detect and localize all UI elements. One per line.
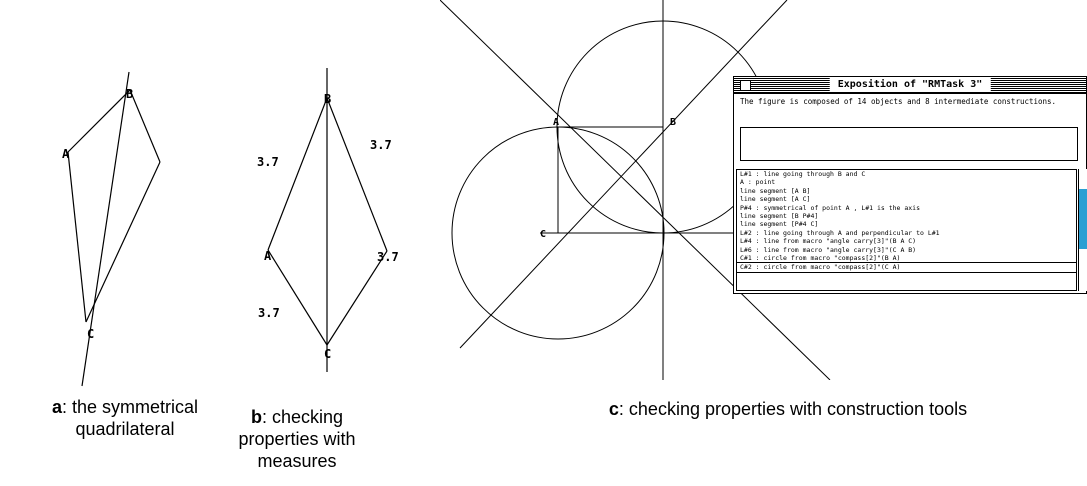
point-label-B: B — [126, 87, 133, 101]
axis-line — [81, 71, 130, 387]
list-item[interactable]: A : point — [740, 178, 776, 187]
point-label-B: B — [670, 117, 676, 128]
segment-B-P4 — [129, 89, 161, 163]
list-item[interactable]: L#2 : line going through A and perpendic… — [740, 228, 940, 237]
figure-b: B A C 3.7 3.7 3.7 3.7 — [257, 68, 399, 372]
list-item[interactable]: line segment [A B] — [740, 186, 811, 195]
segment-AC — [67, 151, 87, 323]
caption-b-text: : checking properties with measures — [238, 407, 356, 471]
segment-P4-C — [85, 161, 161, 323]
point-label-C: C — [87, 327, 94, 341]
list-item[interactable]: P#4 : symmetrical of point A , L#1 is th… — [740, 203, 921, 212]
line-L4-angle-carry — [440, 0, 831, 380]
list-item[interactable]: line segment [P#4 C] — [740, 220, 819, 229]
window-title: Exposition of "RMTask 3" — [829, 78, 991, 91]
segment-AC — [267, 249, 328, 346]
caption-a: a: the symmetrical quadrilateral — [20, 396, 230, 440]
scrollbar-thumb[interactable] — [1079, 189, 1087, 249]
point-label-A: A — [264, 249, 272, 263]
measure-label-AB: 3.7 — [257, 155, 279, 169]
measure-label-P4-C: 3.7 — [377, 250, 399, 264]
exposition-window: Exposition of "RMTask 3" The figure is c… — [733, 76, 1087, 294]
point-label-A: A — [62, 147, 70, 161]
segment-AB — [267, 97, 328, 251]
list-item[interactable]: C#1 : circle from macro "compass[2]"(B A… — [740, 254, 901, 263]
measure-label-AC: 3.7 — [258, 306, 280, 320]
figure-a: B A C — [62, 71, 161, 387]
line-L6-angle-carry — [459, 0, 788, 349]
close-box-icon[interactable] — [740, 80, 751, 91]
window-title-bar[interactable]: Exposition of "RMTask 3" — [734, 77, 1086, 94]
list-item[interactable]: C#2 : circle from macro "compass[2]"(C A… — [737, 262, 1076, 273]
caption-c: c: checking properties with construction… — [548, 398, 1028, 420]
caption-b: b: checking properties with measures — [232, 406, 362, 472]
exposition-description: The figure is composed of 14 objects and… — [740, 97, 1057, 106]
list-item[interactable]: L#1 : line going through B and C — [740, 170, 866, 178]
caption-c-text: : checking properties with construction … — [618, 399, 968, 419]
caption-a-text: : the symmetrical quadrilateral — [61, 397, 199, 439]
scrollbar[interactable] — [1078, 169, 1087, 291]
segment-B-P4 — [326, 97, 388, 252]
list-item[interactable]: L#6 : line from macro "angle carry[3]"(C… — [740, 245, 917, 254]
point-label-C: C — [324, 347, 331, 361]
list-item[interactable]: line segment [B P#4] — [740, 212, 819, 221]
measure-label-B-P4: 3.7 — [370, 138, 392, 152]
exposition-text-area[interactable] — [740, 127, 1078, 161]
list-item[interactable]: L#4 : line from macro "angle carry[3]"(B… — [740, 237, 917, 246]
list-item[interactable]: line segment [A C] — [740, 195, 811, 204]
segment-AB — [67, 89, 131, 153]
point-label-A: A — [553, 117, 559, 128]
point-label-C: C — [540, 229, 546, 240]
caption-c-letter: c — [608, 399, 619, 419]
point-label-B: B — [324, 92, 331, 106]
caption-b-letter: b — [250, 407, 262, 427]
object-list[interactable]: L#1 : line going through B and C A : poi… — [736, 169, 1077, 291]
segment-P4-C — [326, 250, 388, 346]
caption-a-letter: a — [51, 397, 62, 417]
